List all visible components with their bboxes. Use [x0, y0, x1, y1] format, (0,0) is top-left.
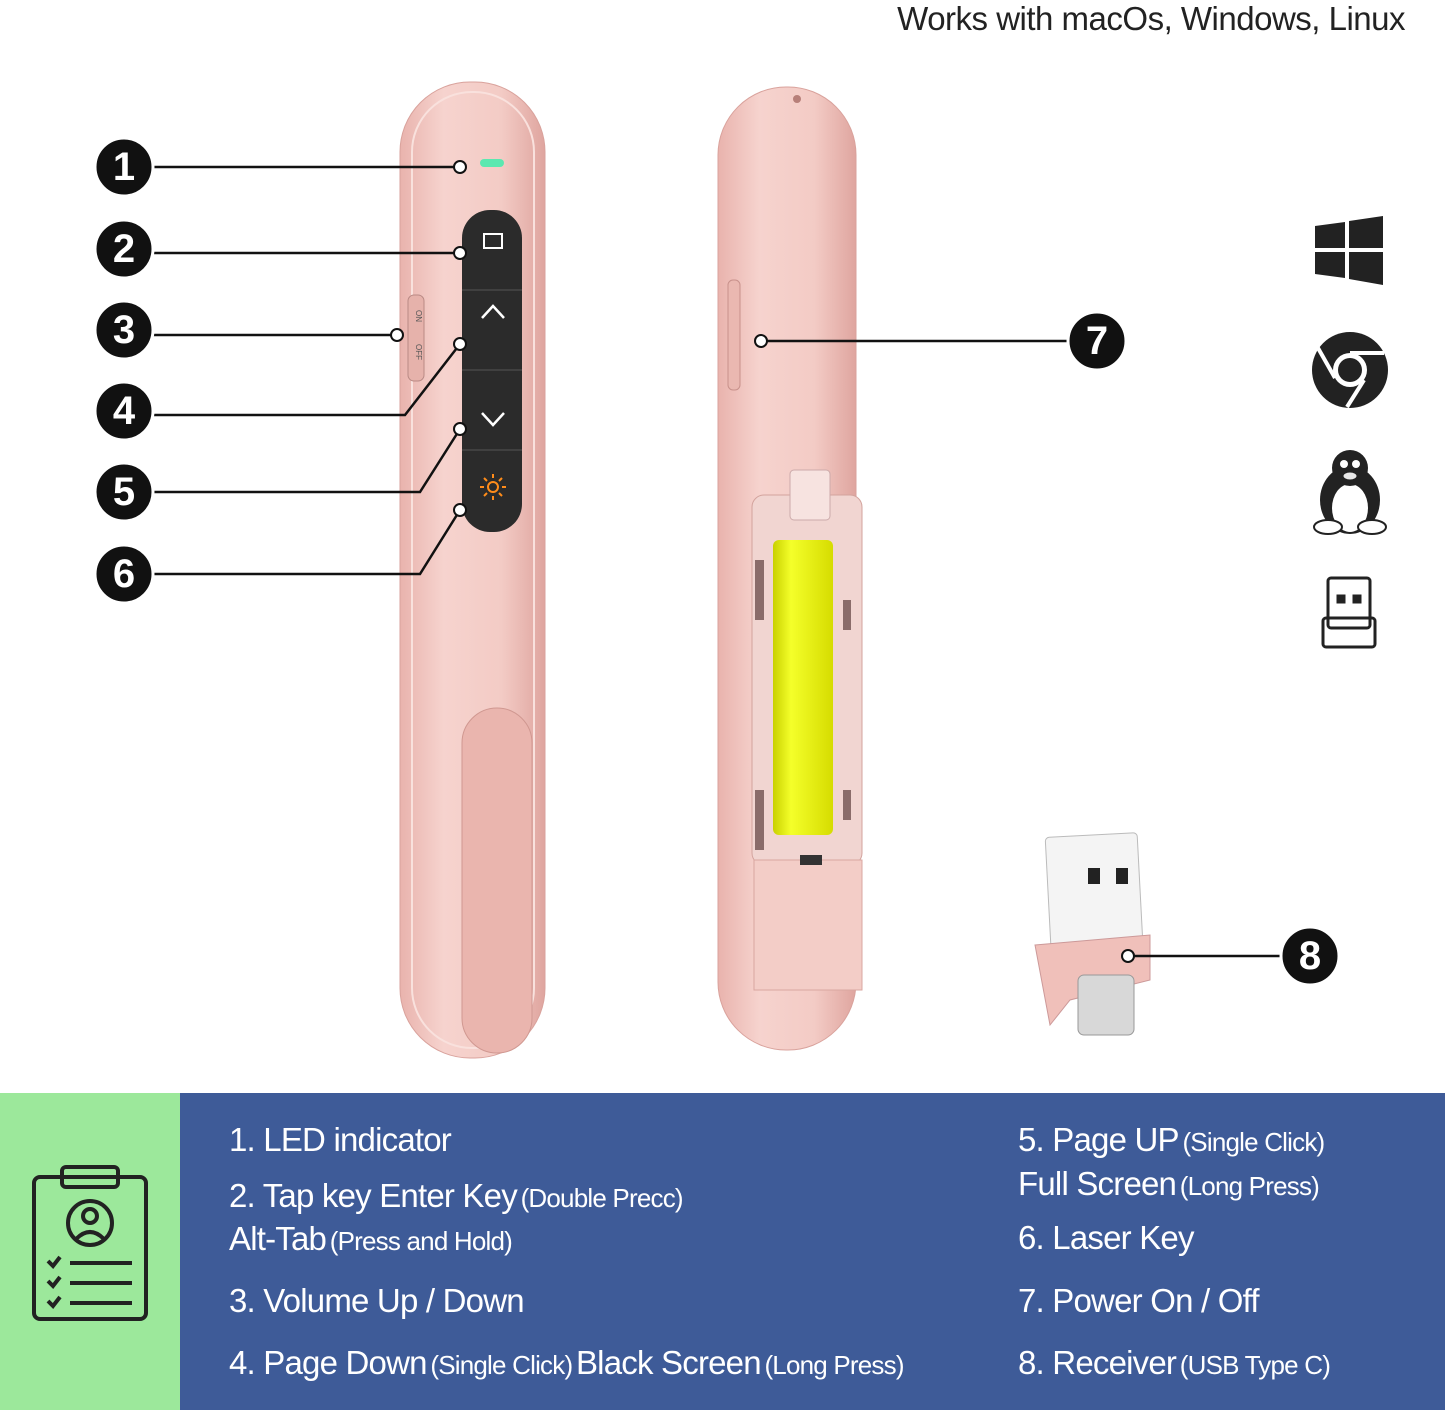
power-switch[interactable] [727, 279, 741, 391]
legend-item-5-secondary: Full Screen (Long Press) [1018, 1165, 1320, 1202]
usb-receiver-icon [1321, 576, 1377, 649]
legend-icon-panel [0, 1093, 180, 1410]
linux-icon [1313, 450, 1387, 535]
product-illustration: ON OFF [93, 81, 1388, 1059]
page-up-icon[interactable] [481, 304, 505, 319]
tab-key-icon[interactable] [483, 233, 503, 249]
led-indicator [480, 159, 504, 167]
callout-6: 6 [93, 543, 155, 605]
legend-band: 1. LED indicator 2. Tap key Enter Key (D… [0, 1093, 1445, 1410]
pocket-clip [461, 707, 533, 1054]
usb-receiver [1034, 832, 1151, 1036]
callout-1: 1 [93, 136, 155, 198]
button-strip [462, 210, 522, 532]
svg-text:2: 2 [113, 227, 135, 271]
svg-text:6: 6 [113, 552, 135, 596]
presenter-back [717, 86, 863, 1051]
legend-item-3: 3. Volume Up / Down [229, 1282, 525, 1319]
callout-lines [150, 165, 1285, 958]
clipboard-icon [32, 1165, 148, 1321]
legend-item-8: 8. Receiver (USB Type C) [1018, 1344, 1331, 1381]
svg-text:7: 7 [1086, 319, 1108, 363]
callout-anchors [390, 160, 1135, 963]
battery [773, 540, 833, 835]
chrome-icon [1312, 332, 1388, 409]
legend-item-4: 4. Page Down (Single Click) Black Screen… [229, 1344, 905, 1381]
legend-item-1: 1. LED indicator [229, 1121, 452, 1158]
callout-3: 3 [93, 299, 155, 361]
switch-on-label: ON [414, 310, 423, 322]
legend-item-5: 5. Page UP (Single Click) [1018, 1121, 1325, 1158]
svg-text:1: 1 [113, 145, 135, 189]
legend-item-6: 6. Laser Key [1018, 1219, 1194, 1256]
callout-5: 5 [93, 461, 155, 523]
callout-7: 7 [1066, 310, 1128, 372]
svg-text:3: 3 [113, 308, 135, 352]
compatibility-text: Works with macOs, Windows, Linux [897, 0, 1405, 37]
svg-text:8: 8 [1299, 934, 1321, 978]
callout-8: 8 [1279, 925, 1341, 987]
svg-text:4: 4 [113, 389, 136, 433]
volume-switch[interactable] [407, 294, 425, 382]
legend-item-2: 2. Tap key Enter Key (Double Precc) [229, 1177, 684, 1214]
legend-item-7: 7. Power On / Off [1018, 1282, 1260, 1319]
switch-off-label: OFF [414, 344, 423, 360]
windows-icon [1315, 216, 1383, 285]
laser-icon[interactable] [480, 474, 506, 500]
callout-2: 2 [93, 218, 155, 280]
svg-text:5: 5 [113, 470, 135, 514]
callout-4: 4 [93, 380, 155, 442]
legend-item-2-secondary: Alt-Tab (Press and Hold) [229, 1220, 513, 1257]
presenter-front: ON OFF [399, 81, 546, 1059]
page-down-icon[interactable] [481, 412, 505, 427]
